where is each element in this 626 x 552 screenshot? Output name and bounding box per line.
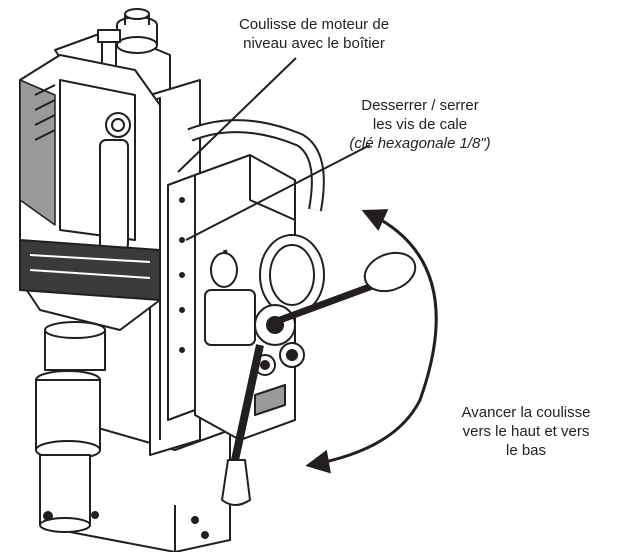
callout-advance-slide: Avancer la coulisse vers le haut et vers… (436, 403, 616, 460)
double-headed-curved-arrow (305, 209, 438, 474)
callout-motor-slide-line-1: Coulisse de moteur de (238, 16, 390, 33)
top-cap (97, 8, 158, 71)
callout-motor-slide: Coulisse de moteur de niveau avec le boî… (214, 15, 414, 53)
magnet-base (69, 419, 231, 552)
gearbox-housing (194, 154, 325, 441)
callout-gib-screws: Desserrer / serrer les vis de cale (clé … (330, 96, 510, 153)
magnetic-drill-illustration (19, 8, 417, 552)
callout-gib-screws-line-2: les vis de cale (372, 116, 468, 133)
spindle (35, 321, 106, 533)
leader-line-gib-screws (185, 144, 371, 241)
slide-plate (167, 174, 196, 421)
callout-advance-slide-line-3: le bas (505, 442, 547, 459)
callout-advance-slide-line-1: Avancer la coulisse (461, 404, 591, 421)
callout-advance-slide-line-2: vers le haut et vers (462, 423, 590, 440)
callout-gib-screws-line-1: Desserrer / serrer (361, 97, 479, 114)
callout-motor-slide-line-2: niveau avec le boîtier (243, 35, 385, 52)
motor-body (19, 54, 161, 331)
leader-line-motor-slide (177, 57, 297, 173)
callout-gib-screws-note: (clé hexagonale 1/8") (349, 135, 491, 152)
